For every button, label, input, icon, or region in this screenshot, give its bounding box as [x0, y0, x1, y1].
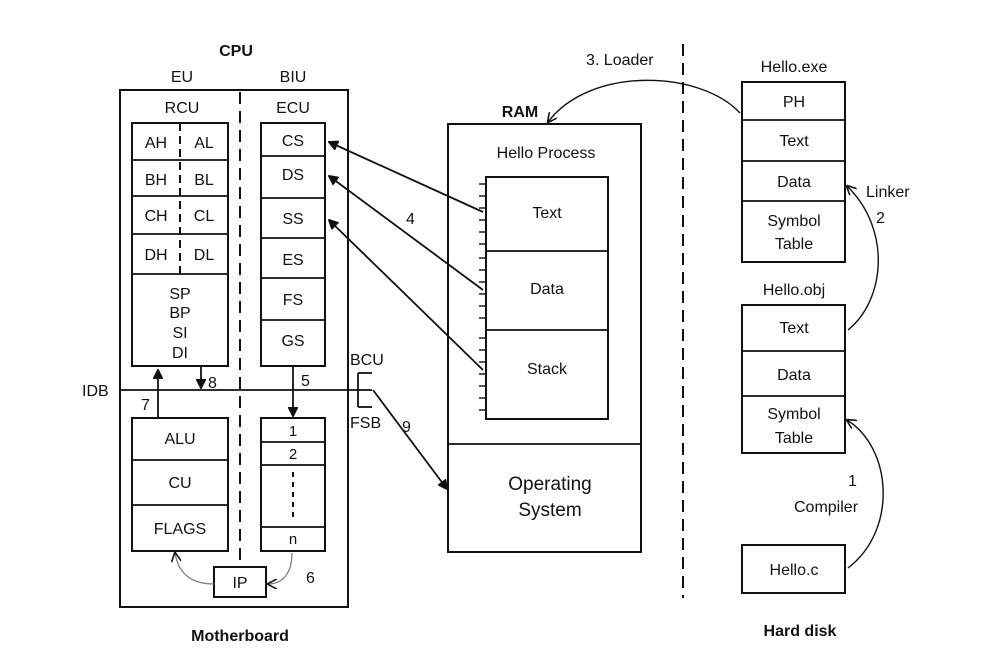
os-line-2: System [518, 500, 581, 521]
compiler-label: Compiler [794, 499, 859, 516]
svg-text:BP: BP [169, 305, 190, 322]
step-5-label: 5 [301, 373, 310, 390]
hello-c-file [741, 544, 846, 594]
data-to-ds-arrow [329, 176, 484, 291]
ram-title: RAM [502, 104, 538, 121]
obj-symbol-table-line1: Symbol [767, 406, 820, 423]
text-to-cs-arrow [329, 142, 484, 213]
linker-arrow [847, 186, 879, 331]
ip-to-flags-arrow [175, 553, 215, 585]
register-ax: AH AL [145, 135, 214, 152]
svg-text:SP: SP [169, 286, 190, 303]
step-8-label: 8 [208, 375, 217, 392]
cpu-block: CPU EU BIU RCU AH AL BH BL CH CL DH DL [82, 43, 447, 608]
hello-exe-title: Hello.exe [761, 59, 828, 76]
segment-ds: DS [282, 167, 304, 184]
segment-fs: FS [283, 292, 303, 309]
ecu-segment-box [260, 122, 326, 367]
ecu-label: ECU [276, 100, 310, 117]
obj-text-section: Text [779, 320, 809, 337]
cu-label: CU [168, 475, 191, 492]
hello-obj-title: Hello.obj [763, 282, 825, 299]
ip-label: IP [232, 575, 247, 592]
svg-text:CL: CL [194, 208, 215, 225]
bcu-label: BCU [350, 352, 384, 369]
hard-disk-block: Hello.exe PH Text Data Symbol Table Hell… [741, 59, 910, 640]
idb-label: IDB [82, 383, 109, 400]
svg-text:DH: DH [144, 247, 167, 264]
exe-ph-section: PH [783, 94, 805, 111]
bus-to-os-arrow [372, 389, 447, 489]
queue-to-ip-arrow [268, 552, 293, 584]
svg-text:CH: CH [144, 208, 167, 225]
hello-exe-file [741, 81, 846, 263]
ram-block: RAM Hello Process Text Da [447, 104, 642, 553]
flags-label: FLAGS [154, 521, 206, 538]
alu-cu-flags-box [131, 417, 229, 552]
svg-text:DI: DI [172, 345, 188, 362]
step-4-label: 4 [406, 211, 415, 228]
segment-mapping-arrows [329, 142, 484, 371]
queue-slot-1: 1 [289, 423, 297, 440]
fsb-label: FSB [350, 415, 381, 432]
segment-es: ES [282, 252, 303, 269]
segment-ss: SS [282, 211, 303, 228]
exe-data-section: Data [777, 174, 811, 191]
obj-symbol-table-line2: Table [775, 430, 813, 447]
svg-text:DL: DL [194, 247, 215, 264]
step-7-label: 7 [141, 397, 150, 414]
cpu-title: CPU [219, 43, 253, 60]
biu-label: BIU [280, 69, 307, 86]
process-text-segment: Text [532, 205, 562, 222]
svg-text:SI: SI [172, 325, 187, 342]
alu-label: ALU [164, 431, 195, 448]
compiler-arrow [847, 420, 884, 569]
register-cx: CH CL [144, 208, 214, 225]
motherboard-label: Motherboard [191, 628, 289, 645]
exe-symbol-table-line2: Table [775, 236, 813, 253]
process-memory-ticks [479, 183, 486, 411]
hard-disk-label: Hard disk [764, 623, 837, 640]
register-bx: BH BL [145, 172, 214, 189]
segment-gs: GS [281, 333, 304, 350]
queue-slot-2: 2 [289, 446, 297, 463]
svg-text:BH: BH [145, 172, 167, 189]
linker-label: Linker [866, 184, 910, 201]
obj-data-section: Data [777, 367, 811, 384]
svg-text:AH: AH [145, 135, 167, 152]
svg-text:AL: AL [194, 135, 214, 152]
eu-label: EU [171, 69, 193, 86]
register-dx: DH DL [144, 247, 214, 264]
process-segments-box [485, 176, 609, 420]
step-9-label: 9 [402, 419, 411, 436]
process-data-segment: Data [530, 281, 564, 298]
loader-arrow [548, 79, 741, 122]
ip-register [213, 566, 267, 598]
loader-label: 3. Loader [586, 52, 654, 69]
svg-text:BL: BL [194, 172, 214, 189]
exe-text-section: Text [779, 133, 809, 150]
hello-obj-file [741, 304, 846, 454]
segment-cs: CS [282, 133, 304, 150]
linker-step-label: 2 [876, 210, 885, 227]
hello-process-title: Hello Process [497, 145, 596, 162]
rcu-label: RCU [165, 100, 200, 117]
queue-slot-n: n [289, 531, 297, 548]
os-line-1: Operating [508, 474, 591, 495]
stack-to-ss-arrow [329, 220, 484, 371]
step-6-label: 6 [306, 570, 315, 587]
process-stack-segment: Stack [527, 361, 568, 378]
compiler-step-label: 1 [848, 473, 857, 490]
bcu-connector [357, 372, 372, 408]
hello-c-label: Hello.c [770, 562, 819, 579]
pointer-registers: SP BP SI DI [169, 286, 190, 362]
exe-symbol-table-line1: Symbol [767, 213, 820, 230]
